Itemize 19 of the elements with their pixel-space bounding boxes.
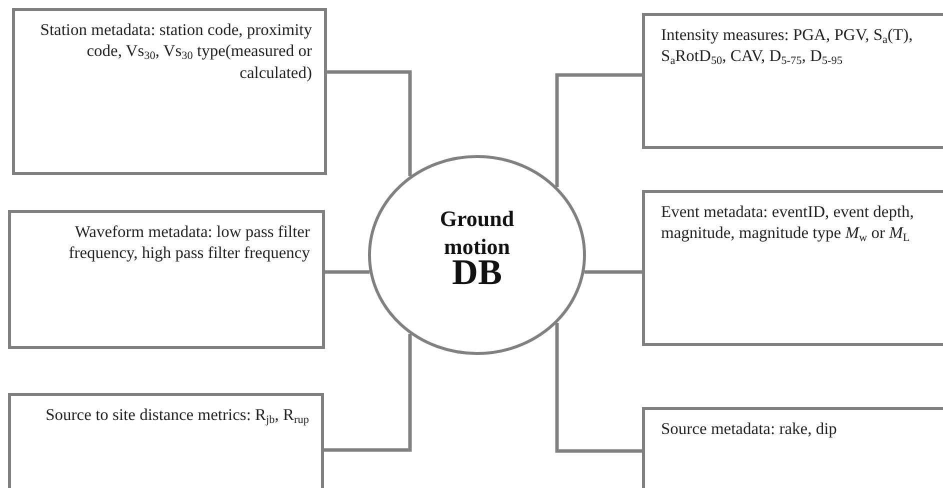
box-text: Intensity measures: PGA, PGV, S$_{a}$(T), S$_{a}$RotD$_{50}$, CAV, D$_{5-75}$, D$_{5-95}$ xyxy=(661,24,914,67)
connector-line xyxy=(327,70,412,176)
box-text: Station metadata: station code, proximity code, Vs$_{30}$, Vs$_{30}$ type(measured or calculated) xyxy=(39,19,312,84)
info-box xyxy=(642,13,943,149)
info-box xyxy=(642,190,943,346)
connector-line xyxy=(555,73,642,188)
info-box xyxy=(8,210,325,349)
connector-line xyxy=(555,322,642,453)
info-box xyxy=(642,407,943,488)
box-text: Waveform metadata: low pass filter frequency, high pass filter frequency xyxy=(68,221,310,264)
connector-line xyxy=(324,334,412,452)
connector-line xyxy=(325,270,370,274)
box-text: Source metadata: rake, dip xyxy=(661,418,838,440)
info-box xyxy=(12,8,327,175)
info-box xyxy=(8,393,324,488)
box-text: Source to site distance metrics: R$_{jb}$, R$_{rup}$ xyxy=(44,404,309,426)
box-text: Event metadata: eventID, event depth, magnitude, magnitude type M$_{w}$ or M$_{L}$ xyxy=(661,201,915,244)
node-title: Ground motion xyxy=(438,205,516,260)
connector-line xyxy=(584,270,642,274)
